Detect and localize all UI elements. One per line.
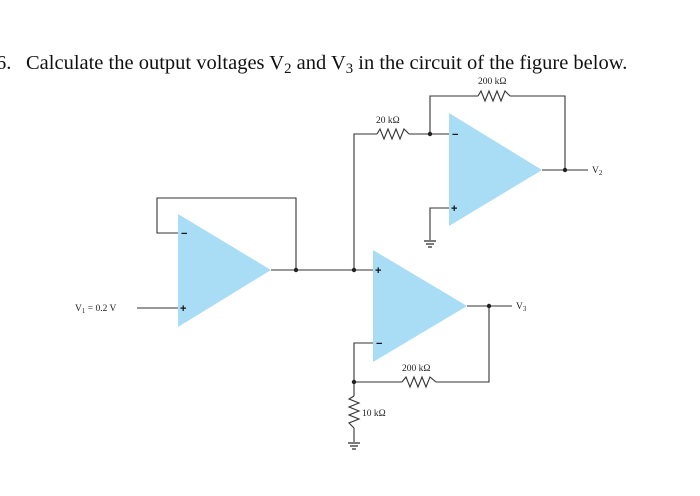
resistor-20k [376,127,410,141]
junctions [293,131,568,385]
question-body: Calculate the output voltages V2 and V3 … [26,52,628,78]
opamp-3 [373,250,467,362]
opamp1-plus: + [180,303,186,315]
opamp1-minus: − [181,228,187,240]
label-v3: V3 [516,302,527,313]
question-number: 6. [0,52,12,74]
label-v2: V2 [592,166,603,177]
label-v1: V1 = 0.2 V [75,304,117,315]
opamp3-plus: + [375,265,381,277]
opamp-1 [178,214,271,327]
ground-symbol [424,240,436,248]
opamp2-minus: − [452,129,458,141]
label-r-feedback-top: 200 kΩ [478,77,506,87]
label-r-ground: 10 kΩ [362,409,386,419]
label-r-input-top: 20 kΩ [376,116,400,126]
resistor-200k-bottom [401,375,437,389]
opamp-2 [449,113,542,226]
resistor-10k [347,395,361,429]
label-r-feedback-bottom: 200 kΩ [402,364,430,374]
opamp3-minus: − [376,338,382,350]
resistor-200k-top [477,89,511,103]
wires [137,95,588,442]
opamp2-plus: + [451,203,457,215]
ground-symbol [348,442,360,450]
